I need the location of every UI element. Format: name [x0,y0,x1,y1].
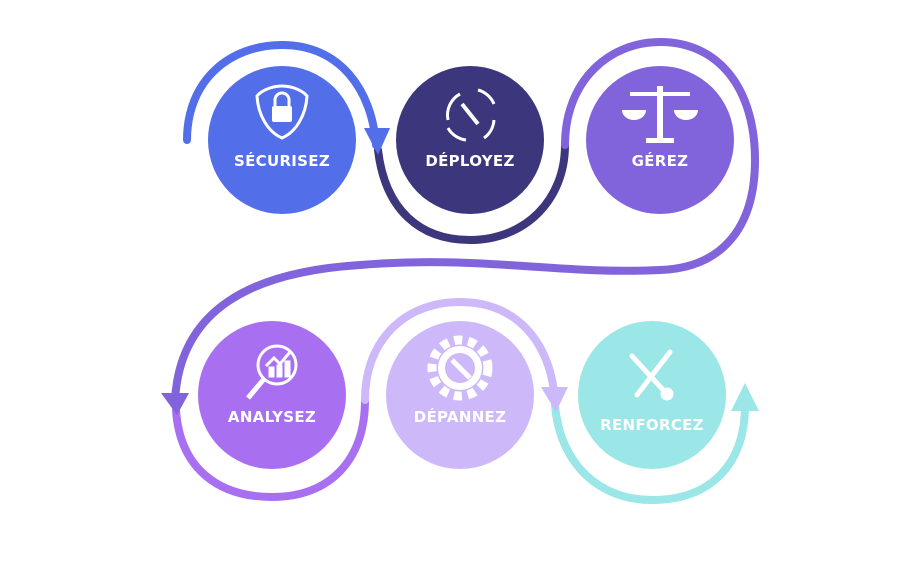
step-gerez: GÉREZ [586,66,734,214]
connector-gerez [171,37,760,404]
step-label: SÉCURISEZ [234,151,330,170]
step-label: DÉPANNEZ [414,407,507,426]
connector-securisez [183,40,380,149]
step-label: ANALYSEZ [228,408,316,426]
wrench-screwdriver-icon [629,349,674,401]
arrow-head-securisez [364,128,390,155]
arrow-head-renforcez [731,383,759,411]
connector-depannez [361,297,559,404]
connector-deployez [374,141,569,245]
step-analysez: ANALYSEZ [198,321,346,469]
step-securisez: SÉCURISEZ [208,66,356,214]
connector-analysez [172,396,369,502]
gear-wrench-icon [427,335,493,401]
scales-icon [622,86,698,143]
cycle-wrench-icon [446,88,496,142]
step-renforcez: RENFORCEZ [578,321,726,469]
step-label: GÉREZ [632,151,689,170]
arrow-head-depannez [541,387,568,412]
step-depannez: DÉPANNEZ [386,321,534,469]
connector-renforcez [551,401,749,505]
arrow-head-gerez [161,393,189,415]
shield-lock-icon [255,84,309,140]
step-label: DÉPLOYEZ [425,151,514,170]
magnifier-chart-icon [246,344,298,400]
step-deployez: DÉPLOYEZ [396,66,544,214]
step-label: RENFORCEZ [600,416,704,434]
